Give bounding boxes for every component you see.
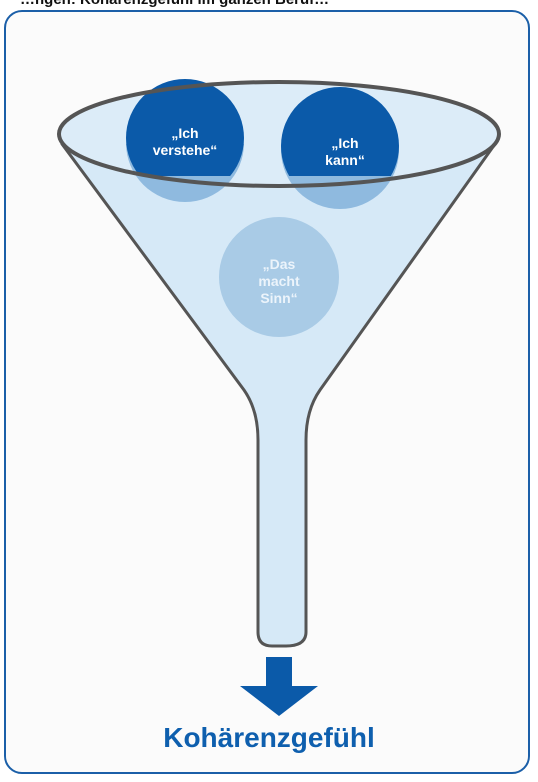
bubble-macht-sinn-line2: macht [258,273,300,289]
bubble-verstehe [126,79,244,176]
bubble-verstehe-line2: verstehe“ [153,142,218,158]
bubble-macht-sinn [219,217,339,337]
down-arrow-icon [240,657,318,716]
bubble-verstehe-line1: „Ich [171,125,198,141]
bubble-macht-sinn-line3: Sinn“ [260,290,297,306]
bubble-macht-sinn-line1: „Das [263,256,296,272]
funnel-rim-outline [57,80,501,188]
bubble-kann [281,87,399,176]
bubble-kann-line2: kann“ [325,152,365,168]
result-label: Kohärenzgefühl [163,722,375,753]
funnel-body [60,142,497,648]
bubble-kann-line1: „Ich [331,135,358,151]
top-caption: …ngen: Kohärenzgefühl im ganzen Beruf… [20,0,329,8]
